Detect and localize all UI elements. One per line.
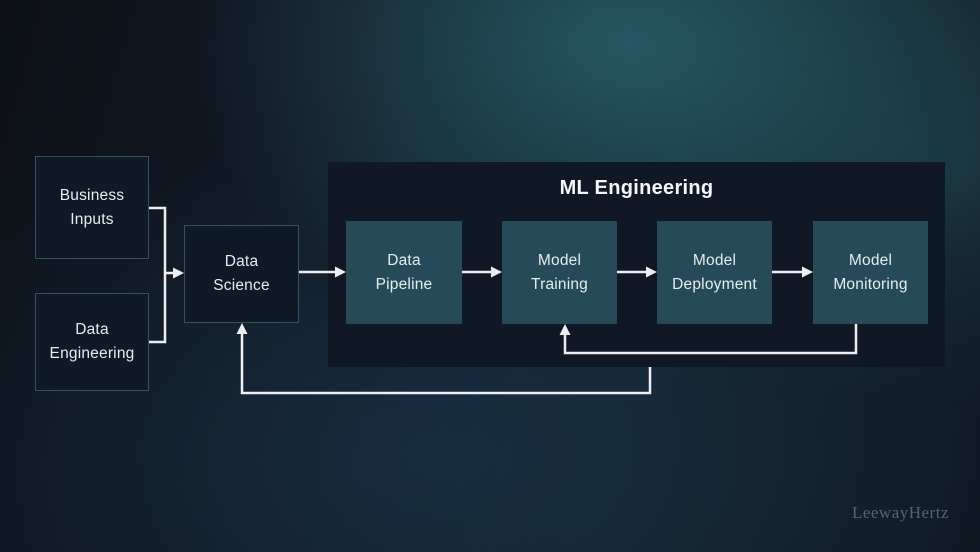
connector-inputs-bracket — [149, 206, 167, 344]
node-data-science: Data Science — [184, 225, 299, 323]
ml-engineering-title: ML Engineering — [559, 177, 714, 199]
node-model-monitoring: Model Monitoring — [813, 221, 928, 324]
connector-inputs-to-data-science — [165, 267, 184, 279]
node-data-pipeline: Data Pipeline — [346, 221, 462, 324]
node-model-training: Model Training — [502, 221, 617, 324]
node-model-deployment: Model Deployment — [657, 221, 772, 324]
watermark-logo: LeewayHertz — [851, 503, 949, 522]
node-business-inputs: Business Inputs — [35, 156, 149, 259]
node-data-engineering: Data Engineering — [35, 293, 149, 391]
